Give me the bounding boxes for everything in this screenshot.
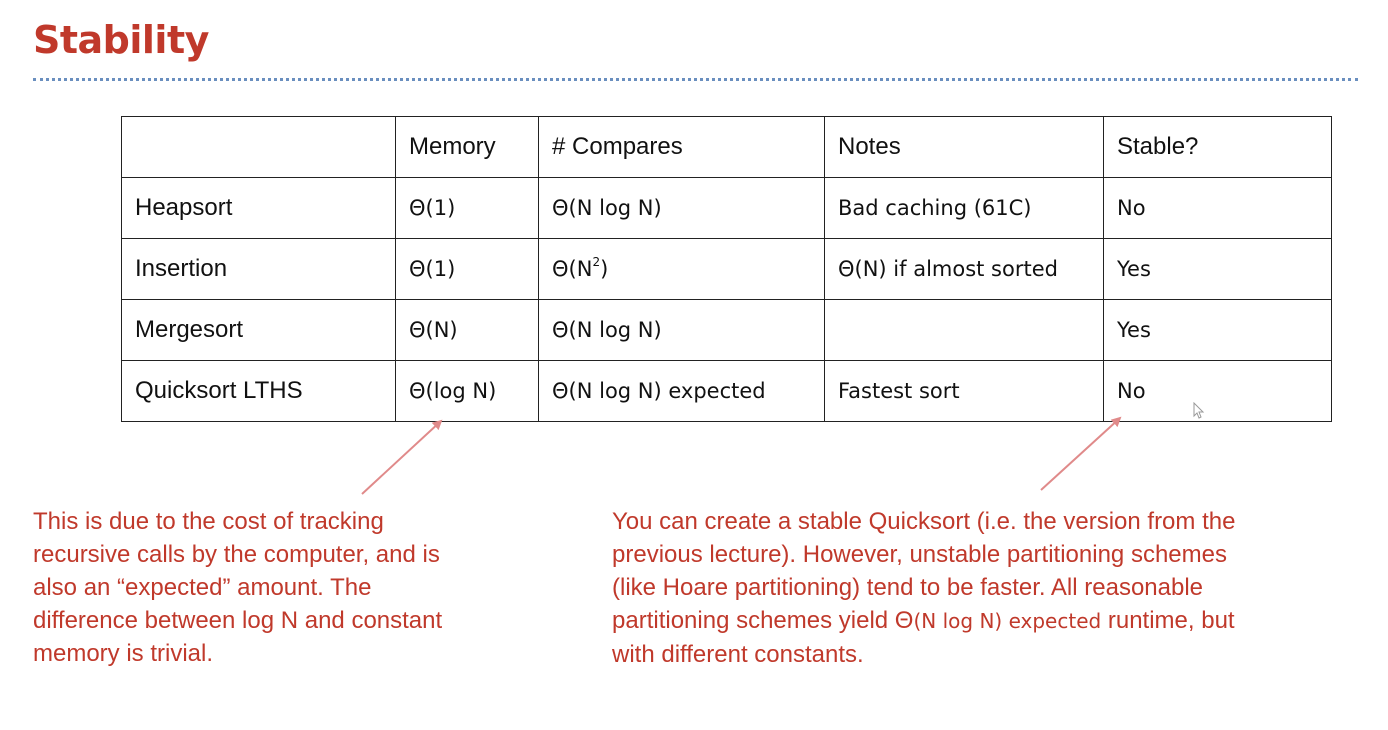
compares-close: ) (600, 257, 609, 281)
slide-title: Stability (33, 18, 209, 62)
annotation-text-1: You can create a stable Quicksort (i.e. … (612, 508, 1236, 634)
cell-memory: Θ(1) (395, 238, 539, 300)
cell-notes: Fastest sort (824, 360, 1104, 422)
arrow-to-stable (1040, 416, 1122, 491)
title-divider (33, 78, 1358, 81)
cell-memory: Θ(log N) (395, 360, 539, 422)
stability-annotation: You can create a stable Quicksort (i.e. … (612, 505, 1252, 671)
cell-compares: Θ(N log N) expected (538, 360, 825, 422)
cell-notes: Θ(N) if almost sorted (824, 238, 1104, 300)
sorting-comparison-table: Memory # Compares Notes Stable? Heapsort… (121, 116, 1332, 422)
cell-stable: Yes (1103, 299, 1332, 361)
cell-stable: No (1103, 360, 1332, 422)
table-row-quicksort: Quicksort LTHS Θ(log N) Θ(N log N) expec… (121, 360, 1332, 422)
mouse-pointer-icon (1193, 402, 1205, 419)
cell-name: Quicksort LTHS (121, 360, 396, 422)
header-memory: Memory (395, 116, 539, 178)
cell-stable: No (1103, 177, 1332, 239)
cell-compares: Θ(N2) (538, 238, 825, 300)
arrow-to-memory (361, 419, 443, 495)
cell-compares: Θ(N log N) (538, 299, 825, 361)
table-header-row: Memory # Compares Notes Stable? (121, 116, 1332, 178)
compares-base: Θ(N (552, 257, 593, 281)
memory-annotation: This is due to the cost of tracking recu… (33, 508, 443, 667)
annotation-inline-complexity: (N log N) expected (913, 609, 1102, 633)
cell-compares: Θ(N log N) (538, 177, 825, 239)
compares-exponent: 2 (592, 255, 601, 269)
header-cell-blank (121, 116, 396, 178)
annotation-text-2: runtime, but with different constants. (612, 607, 1235, 668)
cell-notes: Bad caching (61C) (824, 177, 1104, 239)
header-compares: # Compares (538, 116, 825, 178)
